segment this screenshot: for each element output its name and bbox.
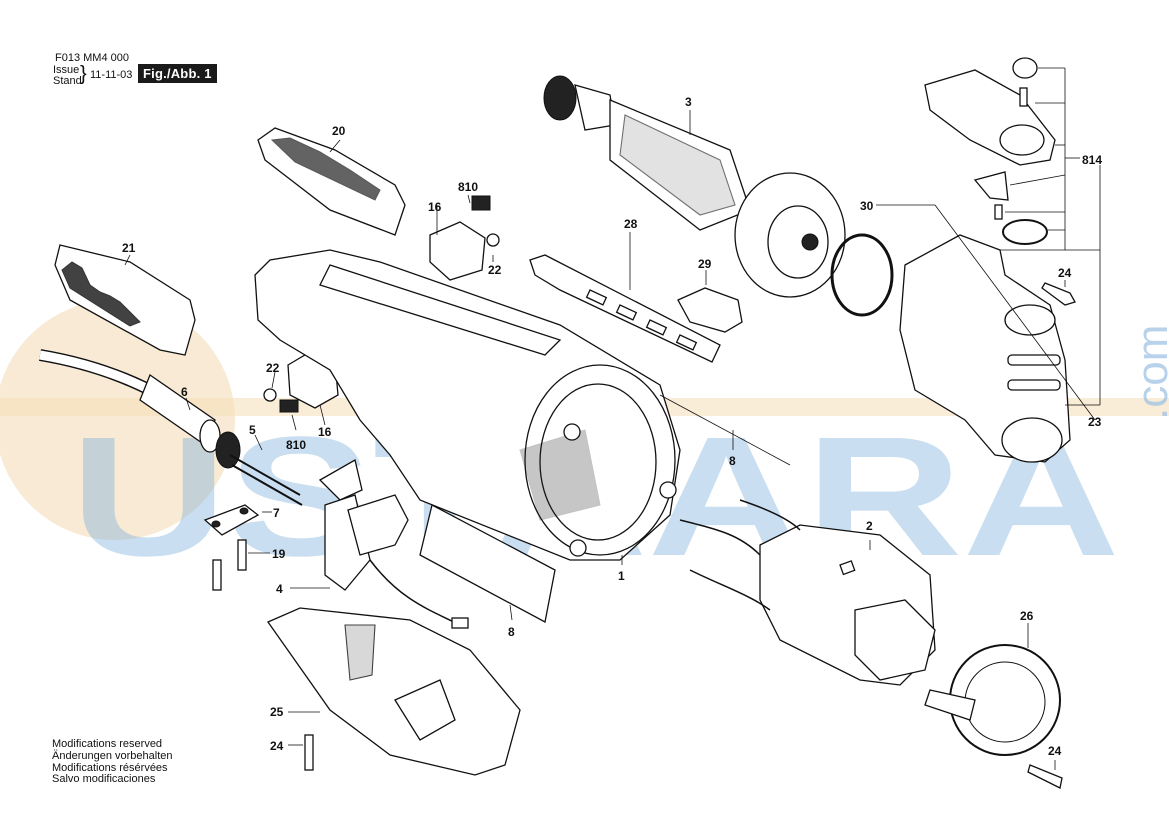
callout-20: 20 <box>332 124 346 138</box>
modifications-en: Modifications reserved <box>52 738 163 750</box>
part-7-strain-relief <box>203 504 260 536</box>
figure-badge: Fig./Abb. 1 <box>138 64 217 83</box>
stand-label: Stand <box>53 75 82 87</box>
part-number: F013 MM4 000 <box>55 52 129 64</box>
part-814-lever <box>924 57 1056 245</box>
part-1-housing <box>254 249 681 561</box>
callout-814: 814 <box>1082 153 1102 167</box>
callout-23: 23 <box>1088 415 1102 429</box>
callout-19: 19 <box>272 547 286 561</box>
callout-30: 29 <box>698 257 712 271</box>
modifications-es: Salvo modificaciones <box>52 773 156 786</box>
part-24-screw-right <box>1027 764 1063 789</box>
part-21-side-cover <box>54 244 196 356</box>
callout-29: 28 <box>624 217 638 231</box>
callout-4: 4 <box>276 582 283 596</box>
callout-21: 21 <box>122 241 136 255</box>
header-brace: } <box>80 63 87 85</box>
callout-25: 25 <box>270 705 284 719</box>
callout-22-lower: 22 <box>266 361 280 375</box>
callout-24-right: 24 <box>1048 744 1062 758</box>
callout-16-lower: 16 <box>318 425 332 439</box>
callout-1: 1 <box>618 569 625 583</box>
part-4-switch <box>318 459 469 629</box>
part-20-top-cover <box>257 127 406 236</box>
part-28-ring <box>924 644 1061 756</box>
part-6-power-cord <box>39 349 241 469</box>
part-25-bottom-shell <box>267 607 521 776</box>
issue-label: Issue <box>53 64 80 76</box>
part-30-button <box>677 287 743 333</box>
callout-8-bottom: 8 <box>508 625 515 639</box>
part-16-brush-holder-top <box>429 195 500 281</box>
callout-7: 7 <box>273 506 280 520</box>
modifications-notice: Modifications reserved Änderungen vorbeh… <box>52 738 173 786</box>
callout-26: 24 <box>1058 266 1072 280</box>
callout-31: 30 <box>860 199 874 213</box>
callout-8-middle: 8 <box>729 454 736 468</box>
callout-810-lower: 810 <box>286 438 306 452</box>
part-23-gear-head <box>899 234 1071 463</box>
callout-810-top: 810 <box>458 180 478 194</box>
issue-date: 11-11-03 <box>90 69 133 81</box>
part-8-labels <box>419 394 791 623</box>
part-26-screw <box>1041 282 1076 306</box>
part-2-motor-field <box>679 499 936 686</box>
callout-24-left: 24 <box>270 739 284 753</box>
part-19-screws <box>212 539 247 591</box>
callout-6: 6 <box>181 385 188 399</box>
part-3-armature <box>543 75 846 298</box>
part-24-screw-left <box>304 734 314 771</box>
callout-3: 3 <box>685 95 692 109</box>
callout-22-top: 22 <box>488 263 502 277</box>
modifications-fr: Modifications résérvées <box>52 761 168 774</box>
callout-28: 26 <box>1020 609 1034 623</box>
part-5-wires <box>229 454 303 506</box>
callout-5: 5 <box>249 423 256 437</box>
modifications-de: Änderungen vorbehalten <box>52 749 173 762</box>
part-29-baffle <box>529 254 721 363</box>
callout-16-top: 16 <box>428 200 442 214</box>
callout-2: 2 <box>866 519 873 533</box>
part-31-o-ring <box>830 233 894 317</box>
leader-lines <box>124 67 1101 770</box>
callout-labels: 20 21 6 5 7 19 4 25 24 8 1 8 3 28 29 30 … <box>122 95 1102 758</box>
watermark-suffix: .com <box>1128 324 1169 420</box>
